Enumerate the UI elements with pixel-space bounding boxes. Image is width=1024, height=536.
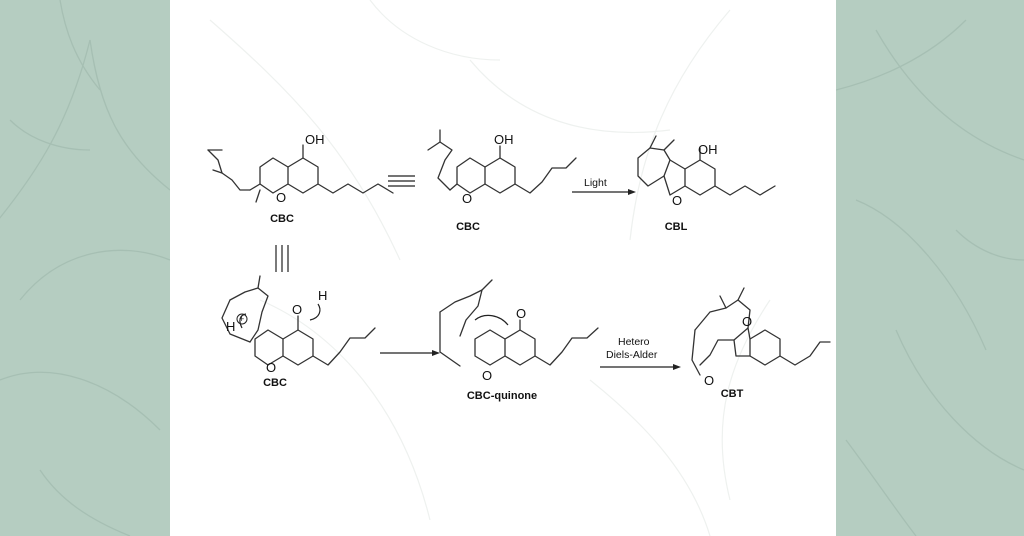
label-cbt: CBT: [721, 388, 744, 400]
label-cbc-2: CBC: [456, 221, 480, 233]
left-side-panel: [0, 0, 170, 536]
atom-oh: OH: [494, 132, 514, 147]
right-side-panel: [836, 0, 1024, 536]
cbl-structure: OH O CBL: [637, 135, 776, 233]
background-leaf-pattern: [209, 0, 771, 536]
label-cbc-3: CBC: [263, 377, 287, 389]
atom-o: O: [462, 191, 472, 206]
cbc-structure-2: OH O CBC: [427, 129, 577, 233]
equivalence-symbol-vertical: [275, 245, 289, 272]
condition-diels-alder: Diels-Alder: [606, 349, 658, 361]
atom-o: O: [704, 373, 714, 388]
label-cbc-quinone: CBC-quinone: [467, 390, 537, 402]
reaction-scheme: OH O CBC OH O CBC Light: [207, 0, 831, 536]
condition-light: Light: [584, 177, 607, 189]
condition-hetero: Hetero: [618, 336, 650, 348]
atom-o: O: [482, 368, 492, 383]
atom-o: O: [516, 306, 526, 321]
atom-plus: +: [239, 314, 244, 324]
label-cbl: CBL: [665, 221, 688, 233]
atom-o: O: [266, 360, 276, 375]
equivalence-symbol-horizontal: [388, 175, 415, 187]
reaction-scheme-panel: OH O CBC OH O CBC Light: [170, 0, 836, 536]
reaction-arrow-light: Light: [572, 177, 636, 195]
cbt-structure: O O CBT: [691, 287, 831, 400]
cbc-structure-3: O H H + O CBC: [221, 275, 376, 389]
reaction-arrow-hetero-diels-alder: Hetero Diels-Alder: [600, 336, 681, 370]
atom-oh: OH: [698, 142, 718, 157]
atom-o: O: [292, 302, 302, 317]
cbc-structure-1: OH O CBC: [207, 132, 394, 225]
atom-oh: OH: [305, 132, 325, 147]
atom-o: O: [742, 314, 752, 329]
cbc-quinone-structure: O O CBC-quinone: [439, 279, 599, 402]
cannabis-leaf-icon: [836, 19, 1024, 536]
atom-h: H: [318, 288, 327, 303]
atom-o: O: [672, 193, 682, 208]
cannabis-leaf-icon: [0, 0, 170, 536]
atom-h-plus: H: [226, 319, 235, 334]
label-cbc-1: CBC: [270, 213, 294, 225]
reaction-arrow-2: [380, 350, 440, 356]
atom-o: O: [276, 190, 286, 205]
